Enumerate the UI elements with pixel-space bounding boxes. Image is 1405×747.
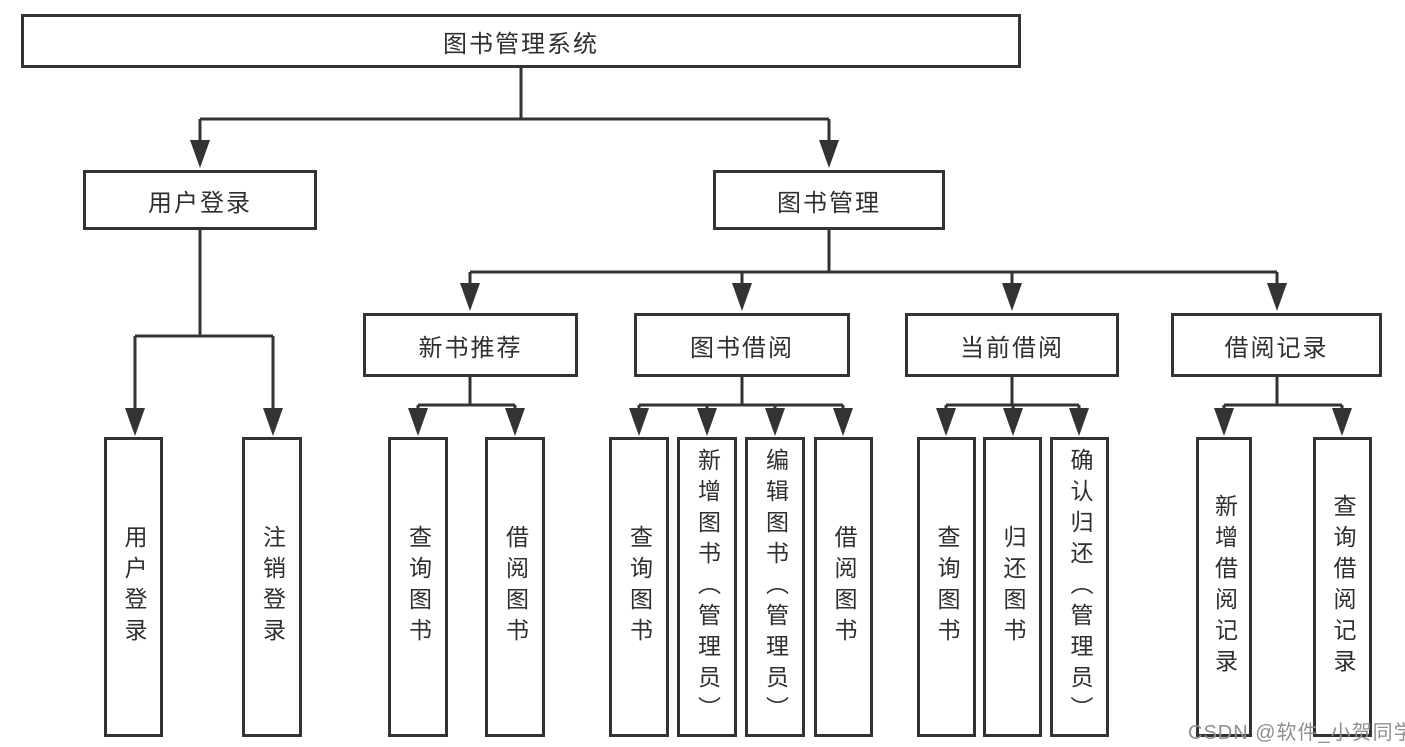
node-new-book-recommend: 新书推荐 — [363, 313, 578, 377]
leaf-edit-books-admin: 编辑图书（管理员） — [745, 437, 805, 737]
leaf-label: 查询图书 — [626, 525, 653, 649]
leaf-add-borrow-record: 新增借阅记录 — [1196, 437, 1252, 737]
leaf-query-books: 查询图书 — [917, 437, 976, 737]
node-label: 新书推荐 — [418, 334, 523, 362]
node-book-borrow: 图书借阅 — [634, 313, 850, 377]
leaf-label: 查询图书 — [934, 525, 960, 649]
node-label: 图书管理 — [777, 189, 881, 217]
node-user-login: 用户登录 — [83, 170, 317, 230]
csdn-watermark: CSDN @软件_小贺同学 — [1188, 722, 1405, 744]
node-label: 当前借阅 — [960, 334, 1064, 362]
leaf-label: 归还图书 — [1000, 525, 1026, 649]
leaf-label: 新增图书（管理员） — [694, 447, 721, 727]
leaf-add-books-admin: 新增图书（管理员） — [677, 437, 737, 737]
node-borrow-records: 借阅记录 — [1171, 313, 1382, 377]
leaf-label: 查询借阅记录 — [1330, 494, 1356, 680]
node-label: 用户登录 — [148, 189, 252, 217]
leaf-label: 注销登录 — [259, 525, 286, 649]
node-label: 图书借阅 — [690, 334, 794, 362]
node-label: 借阅记录 — [1224, 334, 1329, 362]
leaf-logout: 注销登录 — [242, 437, 302, 737]
leaf-return-books: 归还图书 — [983, 437, 1042, 737]
leaf-confirm-return-admin: 确认归还（管理员） — [1050, 437, 1109, 737]
leaf-label: 查询图书 — [405, 525, 432, 649]
leaf-label: 新增借阅记录 — [1211, 494, 1238, 680]
leaf-label: 借阅图书 — [831, 525, 857, 649]
arrowheads — [125, 140, 1352, 436]
node-book-management: 图书管理 — [713, 170, 945, 230]
leaf-borrow-books: 借阅图书 — [814, 437, 873, 737]
leaf-borrow-books: 借阅图书 — [485, 437, 545, 737]
leaf-label: 用户登录 — [121, 525, 147, 649]
leaf-user-login: 用户登录 — [104, 437, 163, 737]
leaf-label: 确认归还（管理员） — [1067, 447, 1093, 727]
node-current-borrow: 当前借阅 — [905, 313, 1119, 377]
leaf-query-books: 查询图书 — [609, 437, 669, 737]
leaf-label: 编辑图书（管理员） — [762, 447, 789, 727]
leaf-query-borrow-record: 查询借阅记录 — [1313, 437, 1372, 737]
leaf-query-books: 查询图书 — [388, 437, 448, 737]
leaf-label: 借阅图书 — [502, 525, 529, 649]
node-library-management-system: 图书管理系统 — [21, 14, 1021, 68]
node-label: 图书管理系统 — [443, 30, 599, 58]
